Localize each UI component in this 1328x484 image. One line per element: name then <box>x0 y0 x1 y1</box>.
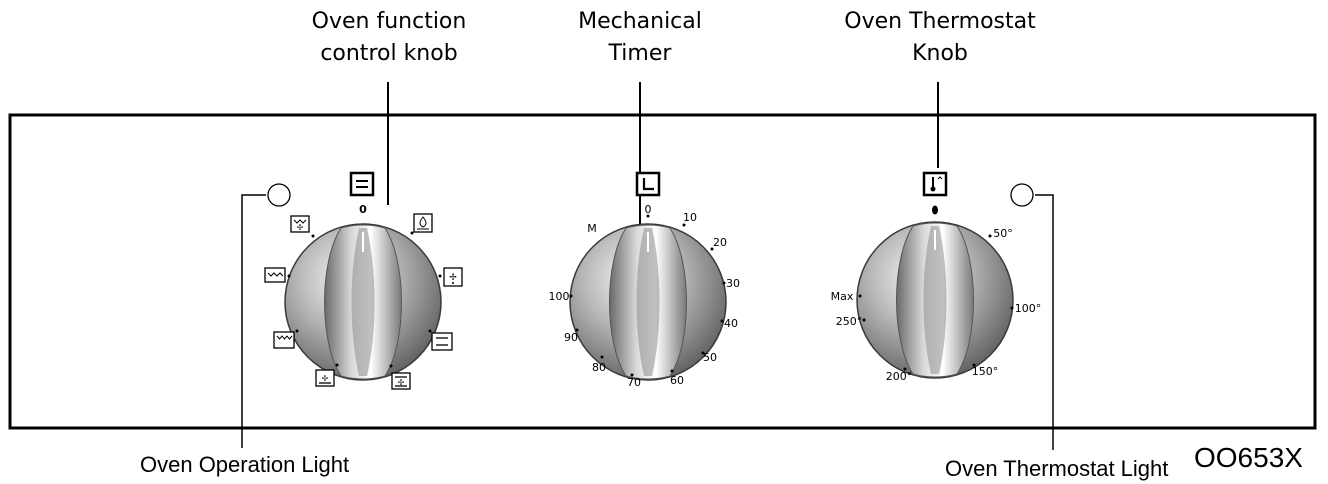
timer-tick-0: 0 <box>645 203 652 216</box>
thermostat-scale: 50° 100° 150° 200° 250° Max <box>831 227 1042 383</box>
control-panel-frame <box>8 113 1317 430</box>
defrost-icon <box>410 213 433 235</box>
timer-tick-10: 10 <box>683 211 697 224</box>
timer-label-line1: Mechanical <box>578 9 702 34</box>
svg-text:✢: ✢ <box>322 374 329 383</box>
timer-tick-30: 30 <box>726 277 740 290</box>
thermostat-tick-200: 200° <box>886 370 913 383</box>
oven-thermostat-light <box>1010 183 1034 207</box>
function-knob-symbol-icon <box>349 171 375 197</box>
timer-label: Mechanical Timer <box>540 6 740 70</box>
thermostat-knob-label: Oven Thermostat Knob <box>820 6 1060 70</box>
top-bottom-heat-icon: ✢ <box>389 364 411 390</box>
thermostat-tick-150: 150° <box>972 365 999 378</box>
thermostat-off-dot <box>932 205 938 215</box>
thermostat-knob[interactable] <box>856 221 1014 379</box>
fan-icon: ✢ <box>438 267 463 287</box>
svg-text:✢: ✢ <box>398 378 405 387</box>
svg-text:✢: ✢ <box>449 273 457 283</box>
thermometer-symbol-icon <box>922 171 948 197</box>
timer-tick-80: 80 <box>592 361 606 374</box>
thermostat-tick-250: 250° <box>836 315 863 328</box>
thermostat-light-leader <box>1035 194 1054 450</box>
thermostat-knob-label-line1: Oven Thermostat <box>844 9 1036 34</box>
model-number: OO653X <box>1194 442 1303 473</box>
conventional-icon <box>428 329 453 351</box>
oven-thermostat-light-label: Oven Thermostat Light <box>945 456 1169 481</box>
grill-icon <box>264 267 291 283</box>
timer-tick-70: 70 <box>627 376 641 389</box>
function-control-knob[interactable] <box>284 223 442 381</box>
operation-light-leader <box>241 194 266 448</box>
fan-bottom-icon: ✢ <box>315 363 339 387</box>
function-knob-label: Oven function control knob <box>279 6 499 70</box>
function-knob-label-line1: Oven function <box>311 9 467 34</box>
bottom-heat-icon <box>273 329 299 349</box>
thermostat-tick-100: 100° <box>1015 302 1042 315</box>
top-grill-fan-icon: ✢ <box>290 215 315 238</box>
timer-tick-m: M <box>587 222 597 235</box>
function-knob-label-line2: control knob <box>320 41 458 66</box>
oven-operation-light-label: Oven Operation Light <box>140 452 350 477</box>
function-zero-label: 0 <box>359 203 367 216</box>
thermostat-tick-max: Max <box>831 290 854 303</box>
svg-text:✢: ✢ <box>297 223 304 232</box>
timer-tick-100: 100 <box>549 290 570 303</box>
thermostat-tick-50: 50° <box>993 227 1013 240</box>
timer-tick-90: 90 <box>564 331 578 344</box>
timer-tick-60: 60 <box>670 374 684 387</box>
timer-label-line2: Timer <box>608 41 672 66</box>
timer-tick-20: 20 <box>713 236 727 249</box>
thermostat-knob-label-line2: Knob <box>912 41 968 66</box>
timer-tick-50: 50 <box>703 351 717 364</box>
timer-symbol-icon <box>635 171 661 197</box>
timer-scale: 0 10 20 30 40 50 60 70 80 90 100 M <box>549 203 741 389</box>
oven-operation-light <box>267 183 291 207</box>
timer-tick-40: 40 <box>724 317 738 330</box>
